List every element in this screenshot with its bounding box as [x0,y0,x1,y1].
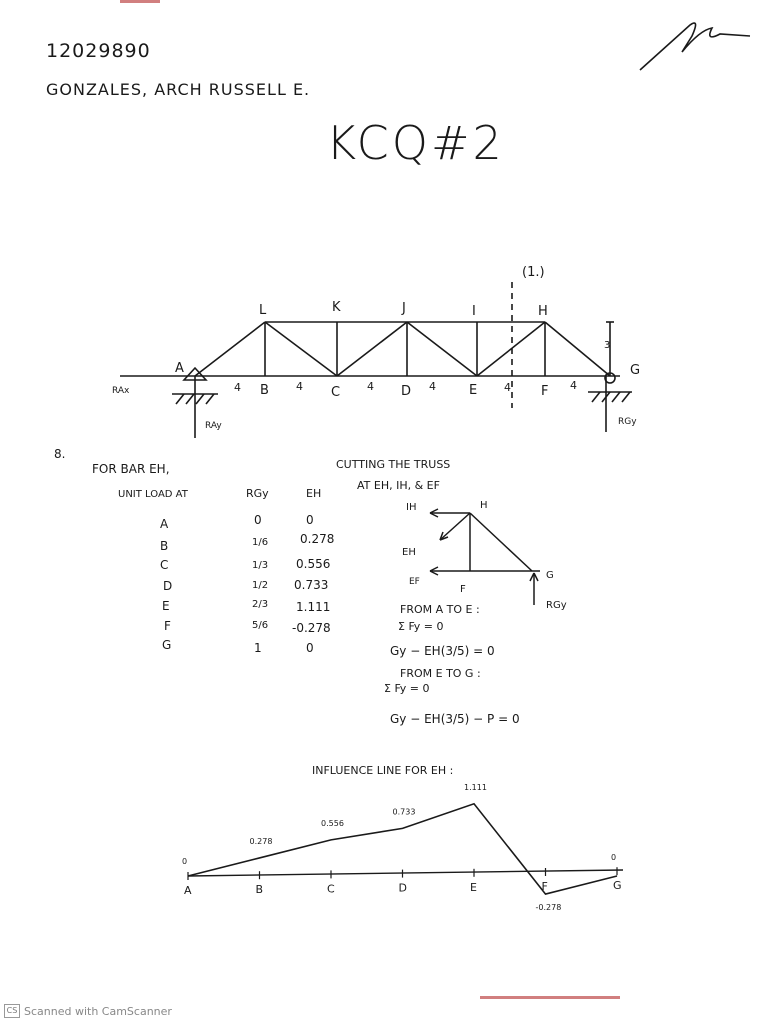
node-I: I [472,304,476,319]
equation-2: Gy − EH(3/5) − P = 0 [390,712,520,726]
table-cell: 2/3 [252,599,268,610]
node-G: G [630,363,640,378]
table-cell: 5/6 [252,620,268,631]
bottom-red-mark [480,996,620,999]
reaction-ax: RAx [112,386,130,396]
table-cell: G [162,638,171,652]
fbd-eh: EH [402,547,416,558]
table-cell: 1/6 [252,537,268,548]
table-cell: F [164,619,171,633]
table-cell: A [160,517,169,531]
value-label: 0.278 [250,837,273,846]
table-cell: 0 [306,513,314,527]
from-a-to-e: FROM A TO E : [400,603,480,616]
table-cell: 0 [306,641,314,655]
equation-1: Gy − EH(3/5) = 0 [390,644,495,658]
table-cell: B [160,539,168,553]
fbd-f: F [460,584,466,595]
student-id: 12029890 [46,40,151,62]
problem-number: 8. [54,447,65,461]
table-cell: 0.733 [294,578,328,592]
table-cell: 1.111 [296,600,330,614]
truss-diagram [120,282,632,438]
point-label-e: E [470,881,477,894]
table-cell: 0 [254,513,262,527]
influence-line-title: INFLUENCE LINE FOR EH : [312,764,453,777]
problem-text: 8. FOR BAR EH, CUTTING THE TRUSS AT EH, … [54,447,450,492]
table-cell: 1/2 [252,580,268,591]
height-label: 3 [604,340,610,351]
section-label: (1.) [522,265,545,280]
table-cell: 1 [254,641,262,655]
node-F: F [541,384,548,399]
problem-intro: FOR BAR EH, [92,462,170,476]
panel-length: 4 [429,380,436,393]
fbd-rgy: RGy [546,600,567,611]
table-cell: D [163,579,172,593]
node-D: D [401,384,411,399]
influence-line-chart: A B C D E F G 0 0.278 0.556 0.733 1.111 -0.278 0 [182,783,624,912]
value-label: 0 [611,853,616,862]
table-header: RGy [246,487,269,500]
student-name: GONZALES, ARCH RUSSELL E. [46,80,311,99]
reaction-gy: RGy [618,417,637,427]
table-cell: 0.278 [300,532,334,546]
sum-fy-1: Σ Fy = 0 [398,620,443,633]
node-H: H [538,304,548,319]
table-header: EH [306,487,321,500]
truss-labels: (1.) L K J I H A B C D E F G 4 4 4 4 4 4… [112,265,640,431]
panel-length: 4 [504,381,511,394]
cutting-line-1: CUTTING THE TRUSS [336,458,450,471]
reaction-ay: RAy [205,421,222,431]
fbd-labels: IH H EH EF F G RGy [402,500,567,611]
point-label-b: B [256,883,264,896]
node-C: C [331,385,340,400]
cutting-line-2: AT EH, IH, & EF [357,479,440,492]
value-label: 1.111 [464,783,487,792]
point-label-a: A [184,884,192,897]
table-cell: C [160,558,168,572]
value-label: -0.278 [536,903,562,912]
fbd-ef: EF [409,577,420,587]
table-cell: E [162,599,170,613]
fbd-g: G [546,570,554,581]
scanner-text: Scanned with CamScanner [24,1004,172,1018]
panel-length: 4 [296,380,303,393]
point-label-g: G [613,879,622,892]
panel-length: 4 [234,381,241,394]
scanner-footer: CS Scanned with CamScanner [4,1004,172,1018]
value-label: 0 [182,857,187,866]
node-E: E [469,383,477,398]
table-header: UNIT LOAD AT [118,489,189,500]
point-label-f: F [542,880,548,893]
signature [639,22,751,71]
panel-length: 4 [570,379,577,392]
from-e-to-g: FROM E TO G : [400,667,481,680]
node-J: J [401,301,406,316]
panel-length: 4 [367,380,374,393]
node-B: B [260,383,269,398]
node-L: L [259,303,267,318]
table-cell: 1/3 [252,560,268,571]
value-label: 0.556 [321,819,344,828]
table-cell: -0.278 [292,621,331,635]
fbd-ih: IH [406,502,416,513]
table-cell: 0.556 [296,557,330,571]
value-label: 0.733 [393,807,416,816]
sum-fy-2: Σ Fy = 0 [384,682,429,695]
free-body-diagram [429,508,540,605]
equations: FROM A TO E : Σ Fy = 0 Gy − EH(3/5) = 0 … [384,603,520,726]
page-title: KCQ#2 [326,116,505,170]
influence-line [187,802,618,895]
camscanner-logo: CS [4,1004,20,1018]
top-red-mark [120,0,160,3]
node-K: K [332,300,341,315]
unit-load-table: UNIT LOAD AT RGy EH A 0 0 B 1/6 0.278 C … [118,487,334,655]
fbd-h: H [480,500,488,511]
node-A: A [175,361,184,376]
point-label-d: D [399,882,407,895]
point-label-c: C [327,882,335,895]
baseline [187,869,624,877]
